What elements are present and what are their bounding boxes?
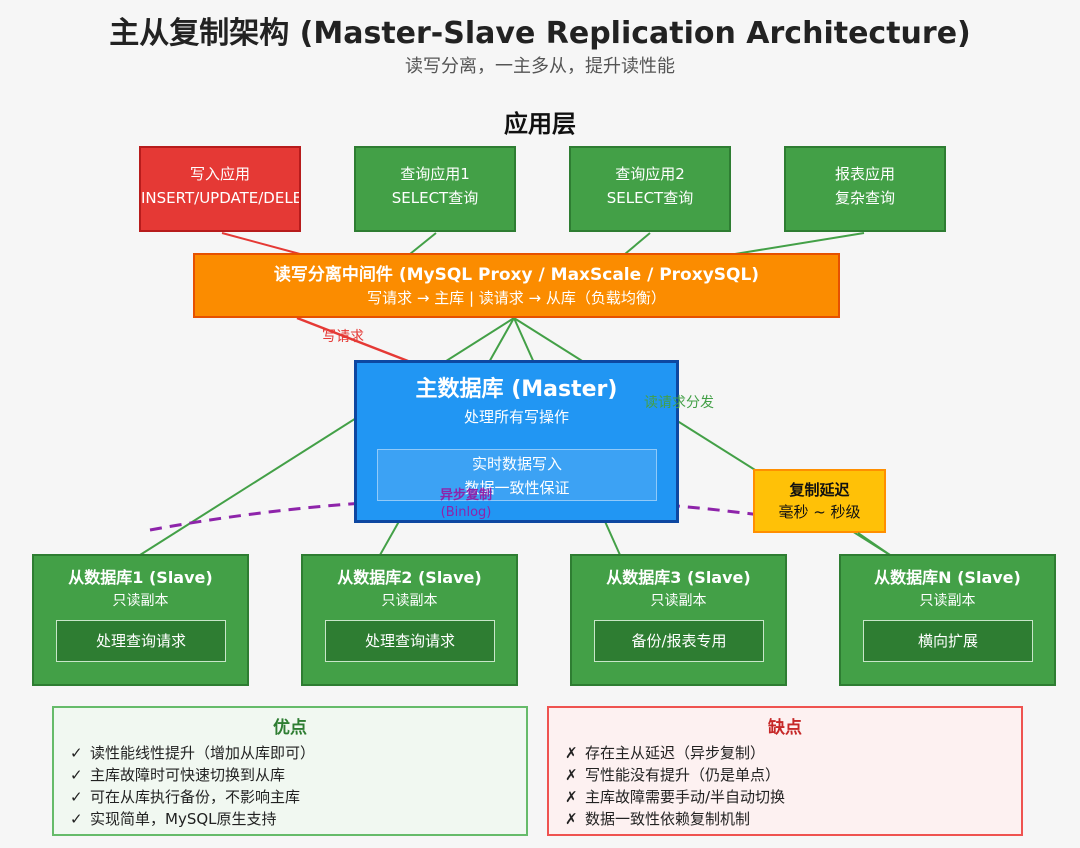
slave-n-title: 从数据库N (Slave) xyxy=(874,568,1021,587)
master-inner-line1: 实时数据写入 xyxy=(471,455,562,473)
write-request-label: 写请求 xyxy=(322,329,364,345)
slave-n-subtitle: 只读副本 xyxy=(919,593,976,609)
replication-delay-box: 复制延迟 毫秒 ~ 秒级 xyxy=(753,469,886,533)
slave-db-2: 从数据库2 (Slave) 只读副本 处理查询请求 xyxy=(301,554,518,686)
cons-item-text: 主库故障需要手动/半自动切换 xyxy=(585,788,786,806)
middleware-box: 读写分离中间件 (MySQL Proxy / MaxScale / ProxyS… xyxy=(193,253,840,318)
app-query2-ops: SELECT查询 xyxy=(606,189,694,207)
diagram-title: 主从复制架构 (Master-Slave Replication Archite… xyxy=(109,16,971,51)
read-line-slave1 xyxy=(139,317,515,556)
middleware-title: 读写分离中间件 (MySQL Proxy / MaxScale / ProxyS… xyxy=(273,265,760,285)
app-report-ops: 复杂查询 xyxy=(834,189,895,207)
master-inner-line2: 数据一致性保证 xyxy=(464,479,570,497)
delay-title: 复制延迟 xyxy=(789,481,850,499)
master-inner-box: 实时数据写入 数据一致性保证 xyxy=(377,449,657,501)
pros-title: 优点 xyxy=(273,718,307,738)
app-query1-name: 查询应用1 xyxy=(400,165,470,183)
slave-1-role: 处理查询请求 xyxy=(56,620,226,662)
slave-3-role: 备份/报表专用 xyxy=(594,620,764,662)
pros-item-text: 读性能线性提升（增加从库即可） xyxy=(90,744,316,762)
slave-2-role: 处理查询请求 xyxy=(325,620,495,662)
app-report-name: 报表应用 xyxy=(834,165,895,183)
slave-db-3: 从数据库3 (Slave) 只读副本 备份/报表专用 xyxy=(570,554,787,686)
app-write-ops: INSERT/UPDATE/DELETE xyxy=(141,189,299,207)
app-layer-title: 应用层 xyxy=(504,110,576,138)
slave-1-subtitle: 只读副本 xyxy=(112,593,169,609)
cons-panel: 缺点 ✗ 存在主从延迟（异步复制） ✗ 写性能没有提升（仍是单点） ✗ 主库故障需要手… xyxy=(547,706,1023,836)
slave-db-1: 从数据库1 (Slave) 只读副本 处理查询请求 xyxy=(32,554,249,686)
check-icon: ✓ xyxy=(70,788,83,806)
cons-title: 缺点 xyxy=(768,718,802,738)
slave-db-n: 从数据库N (Slave) 只读副本 横向扩展 xyxy=(839,554,1056,686)
cross-icon: ✗ xyxy=(565,788,578,806)
master-db-box: 主数据库 (Master) 处理所有写操作 实时数据写入 数据一致性保证 xyxy=(354,360,679,523)
middleware-subtitle: 写请求 → 主库 | 读请求 → 从库（负载均衡） xyxy=(367,289,666,307)
async-replication-text: 异步复制 xyxy=(440,488,493,503)
query-app1-connector xyxy=(409,232,437,255)
master-subtitle: 处理所有写操作 xyxy=(463,408,569,426)
cons-item-text: 存在主从延迟（异步复制） xyxy=(585,744,766,762)
list-item: ✗ 数据一致性依赖复制机制 xyxy=(565,808,1021,830)
list-item: ✗ 写性能没有提升（仍是单点） xyxy=(565,764,1021,786)
cross-icon: ✗ xyxy=(565,744,578,762)
read-distribution-label: 读请求分发 xyxy=(644,395,714,411)
pros-item-text: 主库故障时可快速切换到从库 xyxy=(90,766,286,784)
app-box-query2: 查询应用2 SELECT查询 xyxy=(569,146,731,232)
write-app-connector xyxy=(221,232,301,255)
diagram-subtitle: 读写分离，一主多从，提升读性能 xyxy=(405,56,675,77)
check-icon: ✓ xyxy=(70,810,83,828)
list-item: ✗ 存在主从延迟（异步复制） xyxy=(565,742,1021,764)
query-app2-connector xyxy=(624,232,651,255)
cross-icon: ✗ xyxy=(565,810,578,828)
app-query2-name: 查询应用2 xyxy=(615,165,685,183)
slave-2-title: 从数据库2 (Slave) xyxy=(337,568,482,587)
cons-item-text: 数据一致性依赖复制机制 xyxy=(585,810,751,828)
list-item: ✓ 可在从库执行备份，不影响主库 xyxy=(70,786,526,808)
async-replication-label: 异步复制 (Binlog) xyxy=(440,487,492,521)
app-query1-ops: SELECT查询 xyxy=(391,189,479,207)
slave-3-subtitle: 只读副本 xyxy=(650,593,707,609)
list-item: ✓ 主库故障时可快速切换到从库 xyxy=(70,764,526,786)
cons-item-text: 写性能没有提升（仍是单点） xyxy=(585,766,781,784)
report-app-connector xyxy=(734,232,865,255)
write-request-line xyxy=(296,316,409,363)
app-box-report: 报表应用 复杂查询 xyxy=(784,146,946,232)
list-item: ✓ 实现简单，MySQL原生支持 xyxy=(70,808,526,830)
app-box-write: 写入应用 INSERT/UPDATE/DELETE xyxy=(139,146,301,232)
app-box-query1: 查询应用1 SELECT查询 xyxy=(354,146,516,232)
async-replication-binlog: (Binlog) xyxy=(440,505,492,520)
slave-3-title: 从数据库3 (Slave) xyxy=(606,568,751,587)
pros-item-text: 实现简单，MySQL原生支持 xyxy=(90,810,277,828)
pros-list: ✓ 读性能线性提升（增加从库即可） ✓ 主库故障时可快速切换到从库 ✓ 可在从库执行备… xyxy=(54,742,526,830)
list-item: ✓ 读性能线性提升（增加从库即可） xyxy=(70,742,526,764)
cons-list: ✗ 存在主从延迟（异步复制） ✗ 写性能没有提升（仍是单点） ✗ 主库故障需要手动/半… xyxy=(549,742,1021,830)
pros-panel: 优点 ✓ 读性能线性提升（增加从库即可） ✓ 主库故障时可快速切换到从库 ✓ 可在从库… xyxy=(52,706,528,836)
list-item: ✗ 主库故障需要手动/半自动切换 xyxy=(565,786,1021,808)
slave-n-role: 横向扩展 xyxy=(863,620,1033,662)
check-icon: ✓ xyxy=(70,744,83,762)
cross-icon: ✗ xyxy=(565,766,578,784)
slave-2-subtitle: 只读副本 xyxy=(381,593,438,609)
check-icon: ✓ xyxy=(70,766,83,784)
slave-1-title: 从数据库1 (Slave) xyxy=(68,568,213,587)
app-write-name: 写入应用 xyxy=(189,165,250,183)
pros-item-text: 可在从库执行备份，不影响主库 xyxy=(90,788,301,806)
master-title: 主数据库 (Master) xyxy=(415,377,618,402)
delay-value: 毫秒 ~ 秒级 xyxy=(778,503,861,521)
